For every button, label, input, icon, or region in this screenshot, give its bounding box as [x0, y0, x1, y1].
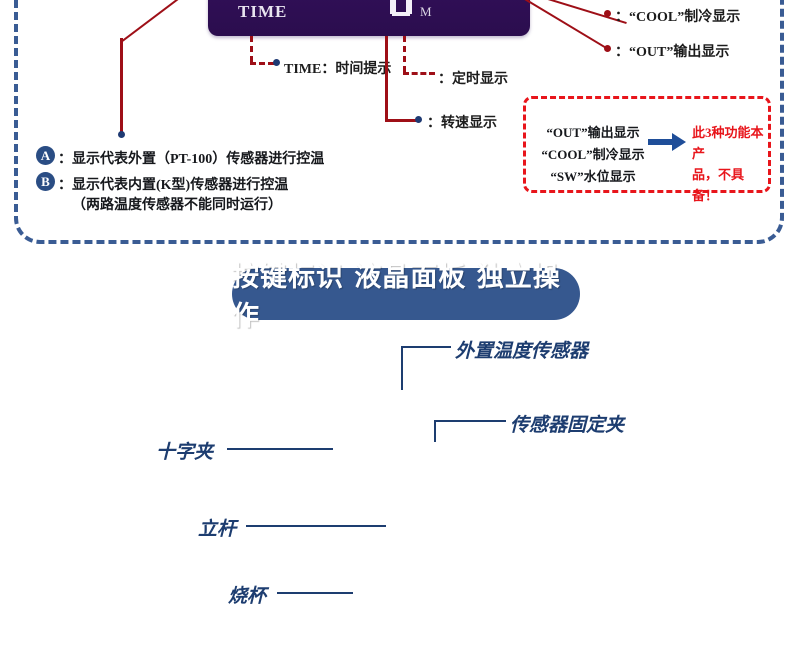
leader-dot-time: [273, 59, 280, 66]
callout-speed: ：转速显示: [427, 116, 497, 131]
leader-external-sensor-vertical: [401, 346, 403, 390]
leader-speed-vertical: [385, 36, 388, 120]
legend-line-b-sub: （两路温度传感器不能同时运行）: [72, 198, 282, 213]
leader-line-a-vertical: [120, 38, 123, 135]
leader-dot-speed: [415, 116, 422, 123]
note-item-out: “OUT”输出显示: [546, 125, 640, 140]
label-external-temp-sensor: 外置温度传感器: [455, 340, 589, 362]
leader-dot-out: [604, 45, 611, 52]
right-arrow-icon: [648, 133, 686, 151]
unsupported-features-note-box: [523, 96, 771, 193]
section-banner-text: 按键标识 液晶面板 独立操作: [232, 262, 561, 332]
leader-cross-clamp: [227, 448, 333, 450]
lcd-digit-zero-icon: [390, 0, 412, 16]
leader-beaker: [277, 592, 353, 594]
leader-dot-cool: [604, 10, 611, 17]
label-sensor-holder-clamp: 传感器固定夹: [510, 414, 625, 436]
leader-speed-horizontal: [385, 119, 417, 122]
callout-cool: ：“COOL”制冷显示: [615, 10, 741, 25]
callout-out: ：“OUT”输出显示: [615, 45, 730, 60]
legend-line-b: ：显示代表内置(K型)传感器进行控温: [58, 178, 289, 193]
callout-time-hint: TIME：时间提示: [284, 62, 392, 77]
callout-timer: ：定时显示: [438, 72, 508, 87]
conclusion-line-1: 此3种功能本产: [692, 125, 764, 161]
label-cross-clamp: 十字夹: [156, 441, 214, 463]
legend-line-a: ：显示代表外置（PT-100）传感器进行控温: [58, 152, 325, 167]
marker-a-badge: A: [36, 146, 55, 165]
leader-sensor-clamp-vertical: [434, 420, 436, 442]
leader-dot-a: [118, 131, 125, 138]
lcd-unit-label: M: [420, 4, 432, 19]
leader-sensor-clamp-horizontal: [434, 420, 506, 422]
section-banner: 按键标识 液晶面板 独立操作: [232, 262, 580, 332]
unsupported-features-list: “OUT”输出显示 “COOL”制冷显示 “SW”水位显示: [535, 122, 651, 188]
lcd-panel: TIME M: [208, 0, 530, 36]
leader-timer-vertical: [403, 36, 406, 72]
apparatus-photo: 外置温度传感器 传感器固定夹 十字夹 立杆 烧杯: [0, 330, 800, 672]
lcd-time-label: TIME: [238, 2, 288, 21]
leader-stand-rod: [246, 525, 386, 527]
unsupported-features-conclusion: 此3种功能本产 品，不具备！: [692, 122, 768, 206]
leader-external-sensor-horizontal: [401, 346, 451, 348]
leader-timer-horizontal: [403, 72, 435, 75]
diagram-outer-border: [14, 0, 784, 244]
leader-time-vertical: [250, 36, 253, 62]
note-item-sw: “SW”水位显示: [550, 169, 636, 184]
label-beaker: 烧杯: [228, 585, 267, 607]
leader-time-horizontal: [250, 62, 274, 65]
note-item-cool: “COOL”制冷显示: [541, 147, 645, 162]
label-stand-rod: 立杆: [198, 518, 237, 540]
conclusion-line-2: 品，不具备！: [692, 167, 745, 203]
marker-b-badge: B: [36, 172, 55, 191]
